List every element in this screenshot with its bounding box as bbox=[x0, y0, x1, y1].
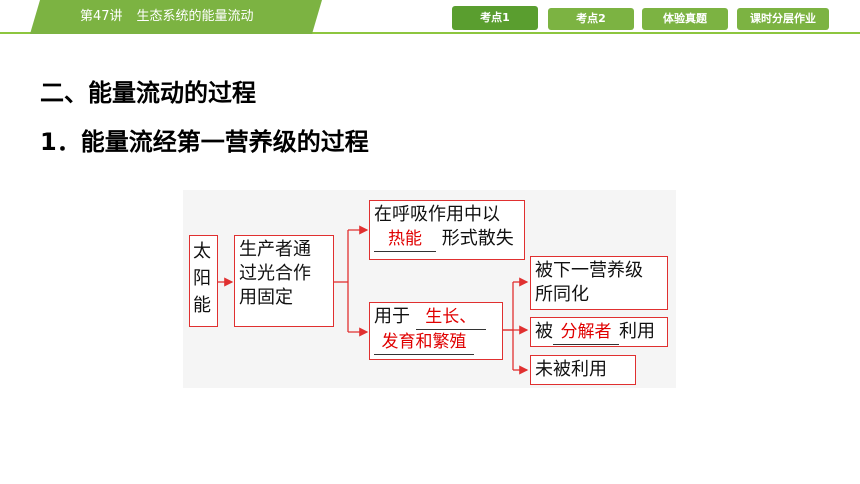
unused-box: 未被利用 bbox=[530, 355, 636, 385]
decomposer-prefix: 被 bbox=[535, 321, 553, 342]
sun-energy-label: 太阳能 bbox=[193, 241, 211, 316]
lecture-title: 生态系统的能量流动 bbox=[136, 9, 254, 24]
nav-tab-kaodian2[interactable]: 考点2 bbox=[548, 8, 634, 30]
section-title: 二、能量流动的过程 bbox=[40, 79, 256, 107]
nav-tab-real-exam[interactable]: 体验真题 bbox=[642, 8, 728, 30]
subsection-title: 1．能量流经第一营养级的过程 bbox=[40, 128, 369, 156]
nav-tab-kaodian1[interactable]: 考点1 bbox=[452, 6, 538, 30]
lecture-number: 第47讲 bbox=[80, 9, 123, 24]
decomposer-box: 被分解者利用 bbox=[530, 317, 668, 347]
growth-answer-1: 生长、 bbox=[425, 307, 477, 327]
respiration-suffix: 形式散失 bbox=[441, 228, 514, 249]
sun-energy-box: 太阳能 bbox=[189, 235, 218, 327]
energy-flow-diagram: 太阳能 生产者通 过光合作 用固定 在呼吸作用中以 热能 形式散失 用于 生长、… bbox=[183, 190, 676, 388]
nav-tab-homework[interactable]: 课时分层作业 bbox=[737, 8, 829, 30]
respiration-blank: 热能 bbox=[374, 227, 436, 252]
producer-line-1: 生产者通 bbox=[239, 239, 311, 260]
growth-box: 用于 生长、 发育和繁殖 bbox=[369, 302, 503, 360]
unused-label: 未被利用 bbox=[535, 359, 607, 380]
respiration-box: 在呼吸作用中以 热能 形式散失 bbox=[369, 200, 525, 260]
respiration-prefix: 在呼吸作用中以 bbox=[374, 204, 500, 225]
next-level-box: 被下一营养级 所同化 bbox=[530, 256, 668, 310]
producer-line-2: 过光合作 bbox=[239, 263, 311, 284]
producer-box: 生产者通 过光合作 用固定 bbox=[234, 235, 334, 327]
decomposer-answer: 分解者 bbox=[560, 322, 612, 342]
growth-prefix: 用于 bbox=[374, 306, 410, 327]
flow-arrows bbox=[218, 225, 529, 375]
respiration-answer: 热能 bbox=[388, 229, 422, 249]
growth-answer-2: 发育和繁殖 bbox=[381, 332, 467, 352]
next-level-line-1: 被下一营养级 bbox=[535, 260, 643, 281]
next-level-line-2: 所同化 bbox=[535, 284, 589, 305]
header-divider bbox=[0, 32, 860, 34]
producer-line-3: 用固定 bbox=[239, 287, 293, 308]
decomposer-suffix: 利用 bbox=[619, 321, 655, 342]
lecture-title-tab: 第47讲生态系统的能量流动 bbox=[30, 0, 322, 34]
